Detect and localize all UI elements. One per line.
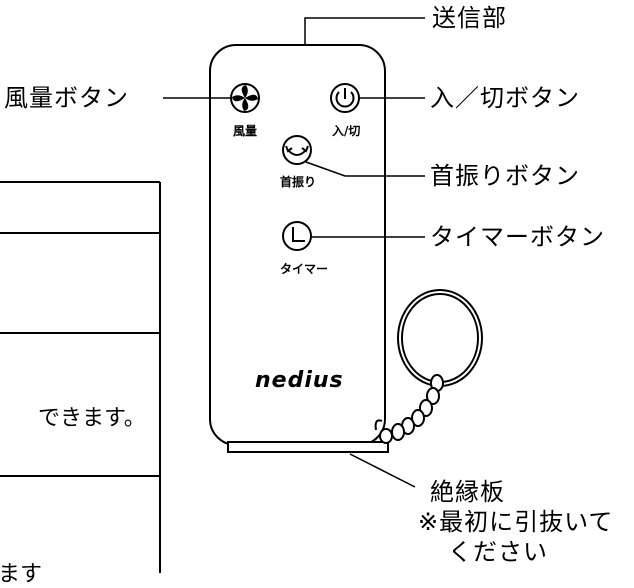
insulation-note-line1: ※最初に引抜いて <box>418 508 614 536</box>
power-icon[interactable] <box>330 83 360 113</box>
fan-icon[interactable] <box>230 83 260 113</box>
swing-button-label: 首振りボタン <box>430 162 580 190</box>
swing-label: 首振り <box>280 175 317 189</box>
key-chain <box>374 374 444 444</box>
table-row-text: できます。 <box>38 406 146 431</box>
power-label: 入/切 <box>332 124 361 138</box>
fan-speed-button-label: 風量ボタン <box>4 84 129 112</box>
timer-button-label: タイマーボタン <box>430 223 605 251</box>
fan-label: 風量 <box>233 124 258 138</box>
table-fragment <box>0 181 161 573</box>
leader-lines <box>163 17 425 488</box>
timer-label: タイマー <box>280 262 329 276</box>
transmitter-label: 送信部 <box>432 4 507 32</box>
table-bottom-text: ます <box>0 562 43 587</box>
swing-icon[interactable] <box>282 135 312 165</box>
brand-logo: nedius <box>255 368 344 393</box>
timer-icon[interactable] <box>282 221 312 251</box>
insulation-note-line2: ください <box>448 538 548 566</box>
remote-diagram <box>0 17 483 573</box>
insulation-sheet-label: 絶縁板 <box>430 478 505 506</box>
key-ring <box>397 289 483 387</box>
insulation-sheet <box>227 441 389 453</box>
power-button-label: 入／切ボタン <box>430 84 580 112</box>
